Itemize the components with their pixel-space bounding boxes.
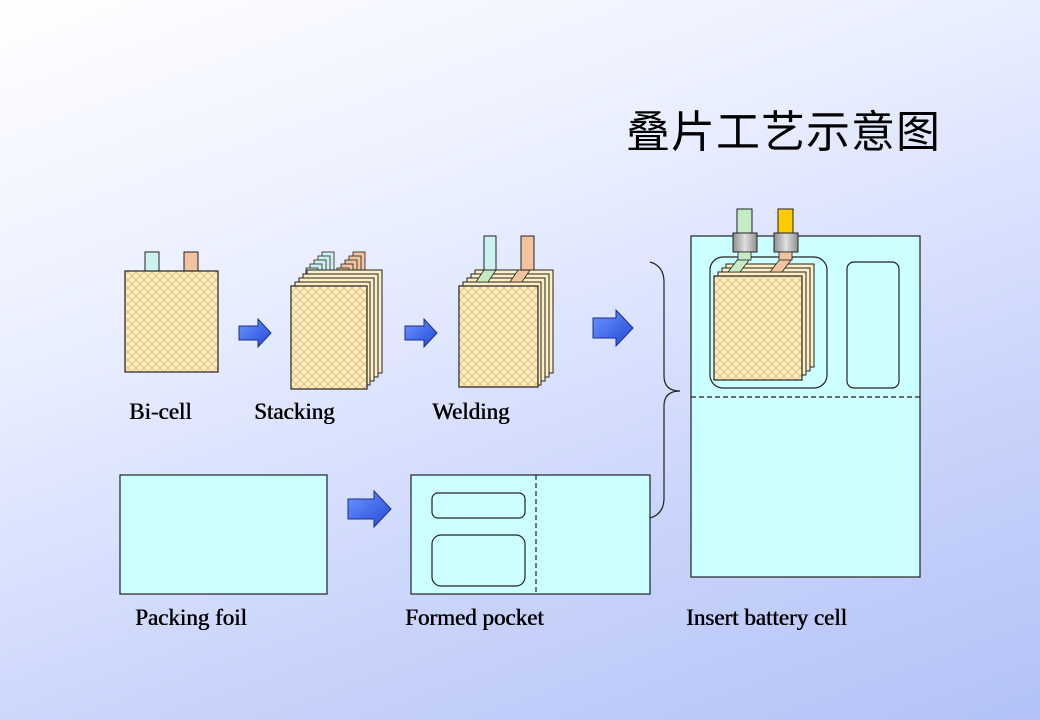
bicell-graphic [124,251,219,373]
terminal-cap-left [732,232,758,253]
bracket-brace [649,261,681,519]
packing-foil [119,474,328,595]
arrow-2 [404,317,438,349]
slide-title: 叠片工艺示意图 [626,107,941,158]
pocket-small [431,492,526,519]
insert-pocket-small [846,261,900,389]
label-packing-foil: Packing foil [135,605,247,630]
formed-pocket-graphic [410,474,651,595]
terminal-tab-green [736,208,753,235]
label-stacking: Stacking [254,399,335,424]
insert-battery-graphic [690,208,921,578]
arrow-4 [347,489,392,529]
label-bicell: Bi-cell [129,399,192,424]
pocket-large [431,534,526,587]
terminal-cap-right [773,232,799,253]
arrow-3 [592,308,634,348]
label-welding: Welding [432,399,510,424]
welding-front-cell [458,285,539,388]
welding-tab-orange [520,235,535,271]
terminal-tab-yellow [777,208,794,235]
stacking-graphic [290,251,383,390]
welding-tab-cyan [483,235,497,271]
bicell-body [124,270,219,373]
bicell-tab-cyan [144,251,160,272]
welding-graphic [458,235,554,388]
insert-front-cell [713,275,803,381]
label-insert-battery-cell: Insert battery cell [686,605,847,630]
stacking-front-cell [290,285,368,390]
bicell-tab-orange [183,251,199,272]
arrow-1 [238,317,272,349]
label-formed-pocket: Formed pocket [405,605,544,630]
